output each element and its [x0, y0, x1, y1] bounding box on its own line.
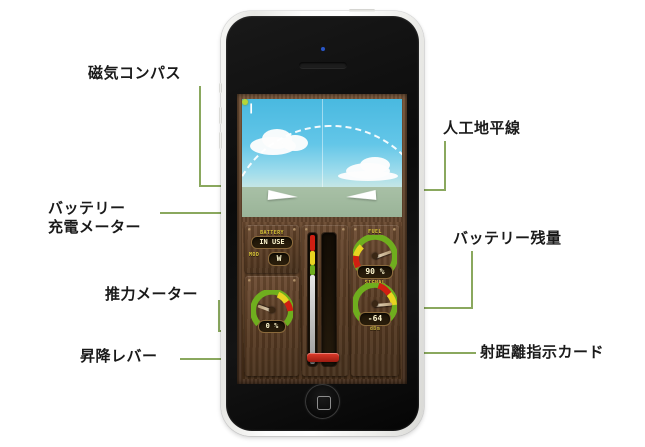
- thrust-gauge-arc: [250, 288, 294, 327]
- battery-title: BATTERY: [260, 230, 284, 236]
- thrust-meter-plate[interactable]: 0 %: [245, 276, 299, 376]
- home-button[interactable]: [305, 384, 340, 419]
- horizon-center-line: [321, 99, 323, 217]
- leader-artificial-horizon-v: [444, 141, 446, 190]
- leader-battery-remaining-h: [398, 307, 473, 309]
- horizon-wing-right: [345, 189, 377, 203]
- power-button[interactable]: [349, 9, 375, 12]
- tape-scale: [310, 275, 315, 364]
- iphone-device: ❙ BATTERY IN USE MOD W: [219, 9, 424, 436]
- fuel-signal-plate[interactable]: FUEL 90 % SIGNAL: [351, 225, 399, 376]
- signal-value: -64: [359, 312, 391, 326]
- lever-tape-slot: [308, 233, 317, 366]
- leader-thrust-meter-v: [218, 300, 220, 331]
- horizon-ground: [242, 187, 402, 217]
- cloud-shape: [360, 157, 390, 173]
- leader-range-indicator-card: [398, 352, 476, 354]
- thrust-hub: [269, 307, 275, 313]
- label-thrust-meter: 推力メーター: [105, 285, 199, 303]
- phone-bezel: ❙ BATTERY IN USE MOD W: [226, 16, 419, 431]
- cloud-shape: [282, 135, 308, 151]
- label-magnetic-compass: 磁気コンパス: [88, 64, 182, 82]
- earpiece-speaker-icon: [298, 62, 347, 69]
- signal-unit: dBm: [369, 326, 381, 332]
- battery-status-plate[interactable]: BATTERY IN USE MOD W: [245, 225, 299, 273]
- cloud-shape: [338, 171, 398, 181]
- front-camera-icon: [320, 47, 325, 51]
- panel-left-column: BATTERY IN USE MOD W: [245, 225, 299, 376]
- signal-gauge: [352, 281, 398, 327]
- thrust-gauge: [250, 288, 294, 332]
- tape-green: [310, 265, 315, 275]
- horizon-wing-left: [267, 189, 299, 203]
- battery-status-value: IN USE: [251, 236, 293, 249]
- fuel-value: 90 %: [357, 265, 393, 279]
- label-battery-charge-meter: バッテリー 充電メーター: [48, 199, 142, 237]
- fuel-hub: [372, 253, 378, 259]
- label-battery-remaining: バッテリー残量: [453, 229, 562, 247]
- record-marker-icon: ❙: [247, 103, 256, 114]
- silent-switch[interactable]: [219, 83, 222, 93]
- signal-hub: [372, 301, 378, 307]
- label-range-indicator-card: 射距離指示カード: [480, 343, 605, 361]
- home-square-icon: [316, 395, 331, 410]
- lever-track[interactable]: [322, 233, 336, 366]
- signal-gauge-arc: [352, 281, 398, 322]
- label-artificial-horizon: 人工地平線: [443, 119, 521, 137]
- leader-battery-charge-meter: [160, 212, 255, 214]
- volume-down-button[interactable]: [219, 132, 222, 149]
- connection-ok-dot: [242, 99, 248, 105]
- app-screen[interactable]: ❙ BATTERY IN USE MOD W: [237, 94, 407, 384]
- tape-red: [310, 235, 315, 251]
- leader-battery-remaining-v: [471, 251, 473, 309]
- fuel-title: FUEL: [368, 229, 382, 235]
- tape-yellow: [310, 251, 315, 265]
- leader-magnetic-compass-v: [199, 86, 201, 186]
- volume-up-button[interactable]: [219, 107, 222, 124]
- thrust-value: 0 %: [258, 320, 286, 333]
- artificial-horizon-view[interactable]: ❙: [242, 99, 402, 217]
- label-climb-descend-lever: 昇降レバー: [80, 347, 158, 365]
- mode-value[interactable]: W: [268, 252, 290, 266]
- climb-descend-lever-plate[interactable]: [302, 225, 348, 376]
- instrument-panel: BATTERY IN USE MOD W: [242, 222, 402, 379]
- lever-handle[interactable]: [307, 353, 339, 362]
- mode-title: MOD: [249, 252, 260, 258]
